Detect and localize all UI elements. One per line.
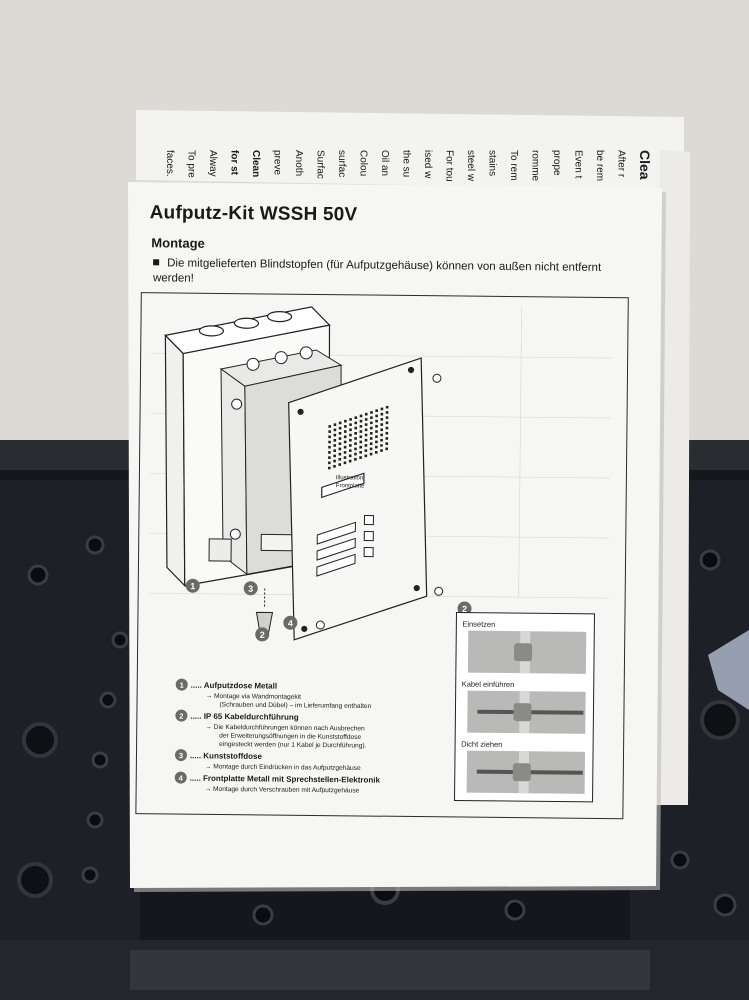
back-sheet-line: faces. bbox=[164, 150, 175, 177]
back-sheet-line: stains bbox=[487, 150, 498, 176]
back-sheet-line: Oil an bbox=[379, 150, 390, 176]
svg-text:..... Aufputzdose Metall: ..... Aufputzdose Metall bbox=[191, 681, 277, 691]
marker-1: 1 bbox=[185, 578, 200, 593]
illustration-label: IllustrationFrontplatte bbox=[336, 475, 365, 489]
back-sheet-line: be rem bbox=[594, 150, 605, 181]
back-sheet-line: romme bbox=[530, 150, 541, 182]
back-sheet-line: Clea bbox=[637, 150, 653, 180]
marker-3: 3 bbox=[243, 581, 258, 596]
back-sheet-line: surfac bbox=[336, 150, 347, 177]
svg-text:(Schrauben und Dübel) – im Lie: (Schrauben und Dübel) – im Lieferumfang … bbox=[219, 701, 371, 710]
svg-text:2: 2 bbox=[179, 712, 183, 721]
legend-item: 2 ..... IP 65 Kabeldurchführung → Die Kabe… bbox=[175, 709, 367, 750]
parts-legend: 1 ..... Aufputzdose Metall → Montage via W… bbox=[174, 678, 381, 795]
page-title: Aufputz-Kit WSSH 50V bbox=[149, 202, 358, 226]
plastic-bag bbox=[708, 630, 749, 710]
back-sheet-line: prope bbox=[551, 150, 562, 176]
back-sheet-line: for st bbox=[229, 150, 240, 176]
front-plate-drawing bbox=[288, 357, 428, 641]
marker-2: 2 bbox=[255, 627, 270, 642]
svg-text:→ Montage durch Verschrauben m: → Montage durch Verschrauben mit Aufputz… bbox=[205, 786, 360, 795]
inset-step: Einsetzen bbox=[462, 620, 587, 674]
back-sheet-line: Clean bbox=[250, 150, 261, 177]
svg-text:Einsetzen: Einsetzen bbox=[462, 620, 495, 629]
inset-step: Dicht ziehen bbox=[461, 740, 586, 794]
warning-note: Die mitgelieferten Blindstopfen (für Auf… bbox=[153, 256, 643, 291]
svg-text:Dicht ziehen: Dicht ziehen bbox=[461, 740, 502, 749]
back-sheet-line: Colou bbox=[358, 150, 369, 176]
svg-text:4: 4 bbox=[179, 774, 184, 783]
svg-text:4: 4 bbox=[288, 618, 293, 628]
back-sheet-line: Surfac bbox=[315, 150, 326, 179]
screws bbox=[315, 373, 444, 630]
svg-text:2: 2 bbox=[260, 630, 265, 640]
back-sheet-line: After r bbox=[616, 150, 627, 178]
svg-text:→ Montage durch Eindrücken in: → Montage durch Eindrücken in das Aufput… bbox=[205, 763, 361, 772]
back-sheet-line: To pre bbox=[186, 150, 197, 178]
back-sheet-line: Even t bbox=[573, 150, 584, 179]
svg-text:→ Die Kabeldurchführungen könn: → Die Kabeldurchführungen können nach Au… bbox=[205, 724, 365, 733]
back-sheet-line: Anoth bbox=[293, 150, 304, 176]
warning-note-text: Die mitgelieferten Blindstopfen (für Auf… bbox=[152, 257, 602, 285]
svg-text:Kabel einführen: Kabel einführen bbox=[462, 680, 515, 690]
svg-text:→ Montage via Wandmontagekit: → Montage via Wandmontagekit bbox=[206, 693, 302, 701]
cable-gland-drawing bbox=[255, 586, 274, 635]
nameplates bbox=[316, 514, 375, 577]
svg-text:2: 2 bbox=[462, 604, 467, 614]
back-sheet-line: ised w bbox=[422, 150, 433, 179]
svg-text:3: 3 bbox=[248, 584, 253, 594]
svg-text:1: 1 bbox=[190, 581, 195, 591]
svg-text:3: 3 bbox=[179, 751, 183, 760]
legend-item: 4 ..... Frontplatte Metall mit Sprechstel… bbox=[174, 771, 381, 795]
section-heading: Montage bbox=[151, 235, 205, 251]
svg-text:der Erweiterungsöffnungen in d: der Erweiterungsöffnungen in die Kunstst… bbox=[219, 732, 361, 740]
svg-text:..... IP 65 Kabeldurchführung: ..... IP 65 Kabeldurchführung bbox=[190, 712, 299, 722]
manual-page: Aufputz-Kit WSSH 50V Montage Die mitgeli… bbox=[121, 180, 662, 898]
back-sheet-line: To rem bbox=[508, 150, 519, 181]
back-sheet-line: preve bbox=[272, 150, 283, 175]
inset-step: Kabel einführen bbox=[462, 680, 586, 734]
svg-text:..... Kunststoffdose: ..... Kunststoffdose bbox=[190, 751, 263, 761]
bullet-icon bbox=[153, 259, 160, 266]
back-sheet-line: Alway bbox=[207, 150, 218, 177]
svg-text:1: 1 bbox=[180, 681, 184, 690]
legend-item: 1 ..... Aufputzdose Metall → Montage via W… bbox=[175, 678, 372, 710]
speaker-grille bbox=[327, 405, 389, 470]
back-sheet-line: For tou bbox=[444, 150, 455, 182]
back-sheet-line: steel w bbox=[465, 150, 476, 182]
svg-text:eingesteckt werden (nur 1 Kabe: eingesteckt werden (nur 1 Kabel je Durch… bbox=[219, 741, 367, 750]
marker-4: 4 bbox=[283, 615, 298, 630]
svg-text:..... Frontplatte Metall mit S: ..... Frontplatte Metall mit Sprechstell… bbox=[190, 774, 381, 785]
legend-item: 3 ..... Kunststoffdose → Montage durch Ein… bbox=[174, 749, 361, 772]
mounting-diagram: IllustrationFrontplatte 1 3 2 4 2 EinsetzenK… bbox=[148, 306, 612, 803]
back-sheet-line: the su bbox=[401, 150, 412, 177]
